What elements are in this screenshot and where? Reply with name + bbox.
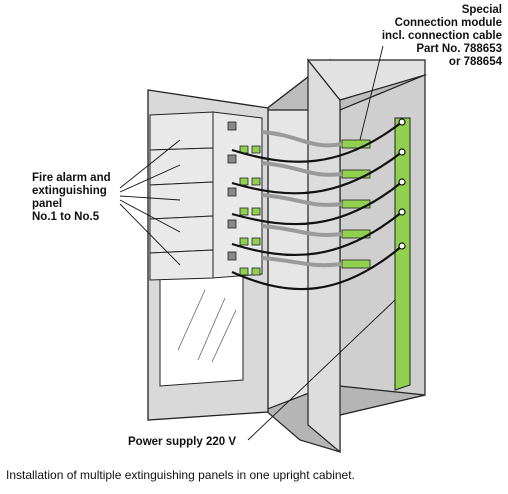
power-cables [231, 121, 403, 291]
connection-module-label-line-2: Connection module [394, 17, 502, 29]
connection-module-5 [341, 259, 371, 269]
door-window [159, 271, 244, 387]
leader-lines [119, 45, 396, 441]
power-supply-label: Power supply 220 V [128, 436, 237, 448]
cabinet-top-frame [306, 59, 426, 101]
ribbon-cables [261, 130, 343, 268]
panel-2 [149, 147, 214, 186]
connection-module-label: Special Connection module incl. connecti… [382, 4, 502, 69]
connection-module-label-line-4: Part No. 788653 [416, 43, 502, 55]
panel-label-line-3: panel [32, 198, 63, 210]
panel-terminals [227, 121, 261, 276]
power-rail [394, 117, 411, 391]
figure-caption: Installation of multiple extinguishing p… [6, 468, 355, 482]
panel-label-line-2: extinguishing [32, 185, 107, 197]
panel-1 [149, 111, 214, 151]
rail-connectors [398, 118, 406, 250]
panel-4 [149, 215, 214, 254]
panel-side [212, 111, 263, 279]
panel-label: Fire alarm and extinguishing panel No.1 … [32, 172, 111, 224]
cabinet-front-frame [307, 58, 341, 454]
connection-module-2 [341, 169, 371, 179]
cabinet-right-wall [339, 74, 426, 416]
connection-module-label-line-1: Special [461, 4, 502, 16]
panel-5 [149, 249, 214, 281]
connection-module-label-line-5: or 788654 [448, 56, 502, 68]
panel-label-line-4: No.1 to No.5 [32, 211, 100, 223]
panel-label-line-1: Fire alarm and [32, 172, 111, 184]
connection-module-label-line-3: incl. connection cable [381, 30, 502, 42]
panel-stack [149, 111, 263, 281]
panel-3 [149, 181, 214, 220]
